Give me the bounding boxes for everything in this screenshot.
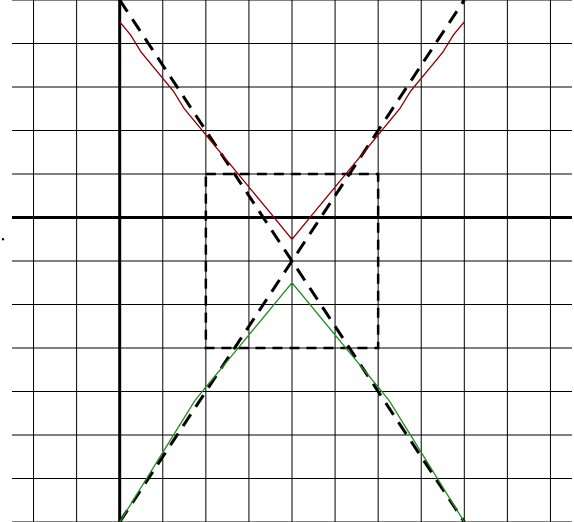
grid-lines (12, 0, 572, 522)
fundamental-box (204, 172, 380, 350)
edge-dot-marker (1, 238, 5, 241)
asymptote-line-4 (118, 0, 466, 522)
hyperbola-upper-branch (119, 21, 465, 241)
hyperbola-branches (119, 21, 465, 522)
axes (12, 0, 572, 522)
asymptotes (118, 0, 466, 522)
hyperbola-lower-branch (119, 281, 465, 522)
fundamental-rectangle (204, 172, 380, 350)
markers (1, 238, 5, 241)
